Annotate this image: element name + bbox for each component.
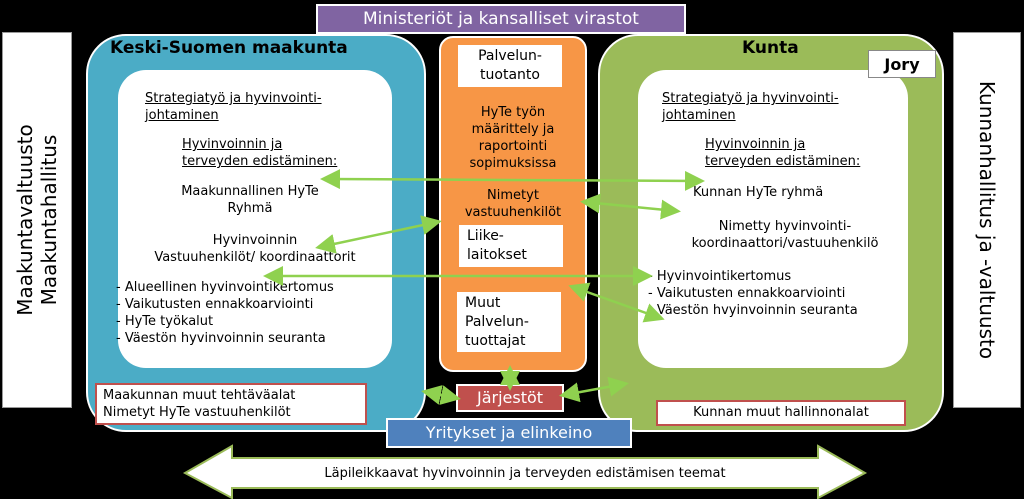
named-line: Nimetyt: [487, 188, 539, 203]
service-production-box: Palvelun- tuotanto: [458, 45, 562, 87]
municipality-promo-line: Hyvinvoinnin ja: [705, 137, 806, 152]
enterprises-line: laitokset: [467, 247, 527, 263]
service-line: Palvelun-: [478, 48, 542, 64]
bottom-double-arrow: [182, 444, 868, 499]
left-side-panel: Maakuntavaltuusto Maakuntahallitus: [2, 32, 72, 408]
other-producers-box: Muut Palvelun- tuottajat: [457, 292, 561, 352]
region-promo-heading: Hyvinvoinnin ja terveyden edistäminen:: [182, 136, 337, 170]
region-promo-line: Hyvinvoinnin ja: [182, 137, 283, 152]
hyte-def-line: HyTe työn: [480, 105, 546, 120]
region-other-line: Nimetyt HyTe vastuuhenkilöt: [103, 405, 291, 420]
municipality-group: Kunnan HyTe ryhmä: [693, 185, 824, 200]
region-promo-line: terveyden edistäminen:: [182, 154, 338, 169]
enterprises-line: Liike-: [467, 228, 504, 244]
region-group: Maakunnallinen HyTe Ryhmä: [150, 183, 350, 217]
municipality-promo-line: terveyden edistäminen:: [705, 154, 861, 169]
region-coordinators: Hyvinvoinnin Vastuuhenkilöt/ koordinaatt…: [115, 232, 395, 266]
other-producers-line: tuottajat: [465, 333, 526, 349]
hyte-def-line: raportointi: [478, 139, 548, 154]
list-item: - Vaikutusten ennakkoarviointi: [648, 286, 846, 301]
list-item: - HyTe työkalut: [116, 314, 214, 329]
arrow-municipality-organizations: [559, 376, 629, 403]
municipality-title: Kunta: [742, 38, 799, 58]
arrow-named-coordinator: [580, 193, 681, 220]
region-strategy-line: Strategiatyö ja hyvinvointi-: [145, 91, 322, 106]
ministries-banner: Ministeriöt ja kansalliset virastot: [316, 4, 686, 34]
hyte-def-line: määrittely ja: [471, 122, 555, 137]
named-responsible: Nimetyt vastuuhenkilöt: [440, 187, 586, 221]
hyte-def-line: sopimuksissa: [469, 156, 557, 171]
region-group-line: Maakunnallinen HyTe: [181, 184, 319, 199]
region-title: Keski-Suomen maakunta: [110, 38, 348, 58]
region-other-line: Maakunnan muut tehtäväalat: [103, 388, 296, 403]
municipality-coordinator: Nimetty hyvinvointi- koordinaattori/vast…: [660, 218, 910, 252]
arrow-municipality-monitoring: [568, 282, 665, 323]
hyte-definition: HyTe työn määrittely ja raportointi sopi…: [440, 104, 586, 172]
enterprises-box: Liike- laitokset: [459, 225, 563, 267]
list-item: - Hyvinvointikertomus: [648, 269, 792, 284]
arrow-region-coordinators: [315, 215, 442, 254]
region-coordinators-line: Vastuuhenkilöt/ koordinaattorit: [154, 250, 356, 265]
other-producers-line: Palvelun-: [465, 314, 529, 330]
arrow-region-organizations: [421, 385, 461, 405]
municipality-coordinator-line: Nimetty hyvinvointi-: [718, 219, 852, 234]
municipality-strategy-line: johtaminen: [662, 108, 736, 123]
service-line: tuotanto: [480, 67, 540, 83]
region-other-box: Maakunnan muut tehtäväalat Nimetyt HyTe …: [95, 383, 367, 425]
municipality-strategy-line: Strategiatyö ja hyvinvointi-: [662, 91, 839, 106]
right-side-panel: Kunnanhallitus ja -valtuusto: [953, 32, 1021, 408]
list-item: - Väestön hvyinvoinnin seuranta: [648, 303, 858, 318]
municipality-other-box: Kunnan muut hallinnonalat: [656, 400, 906, 426]
municipality-content-panel: [638, 70, 908, 368]
list-item: - Väestön hyvinvoinnin seuranta: [116, 331, 326, 346]
region-group-line: Ryhmä: [227, 201, 273, 216]
municipality-strategy: Strategiatyö ja hyvinvointi- johtaminen: [662, 90, 839, 124]
named-line: vastuuhenkilöt: [464, 205, 562, 220]
jory-box: Jory: [868, 50, 936, 78]
arrow-hyte-group: [320, 169, 705, 191]
municipality-promo-heading: Hyvinvoinnin ja terveyden edistäminen:: [705, 136, 860, 170]
bottom-arrow-label: Läpileikkaavat hyvinvoinnin ja terveyden…: [324, 466, 726, 481]
list-item: - Vaikutusten ennakkoarviointi: [116, 297, 314, 312]
region-strategy-line: johtaminen: [145, 108, 219, 123]
other-producers-line: Muut: [465, 295, 501, 311]
businesses-box: Yritykset ja elinkeino: [386, 418, 632, 448]
region-strategy: Strategiatyö ja hyvinvointi- johtaminen: [145, 90, 322, 124]
region-coordinators-line: Hyvinvoinnin: [212, 233, 298, 248]
municipality-coordinator-line: koordinaattori/vastuuhenkilö: [691, 236, 879, 251]
municipality-bullets: - Hyvinvointikertomus - Vaikutusten enna…: [648, 268, 858, 319]
